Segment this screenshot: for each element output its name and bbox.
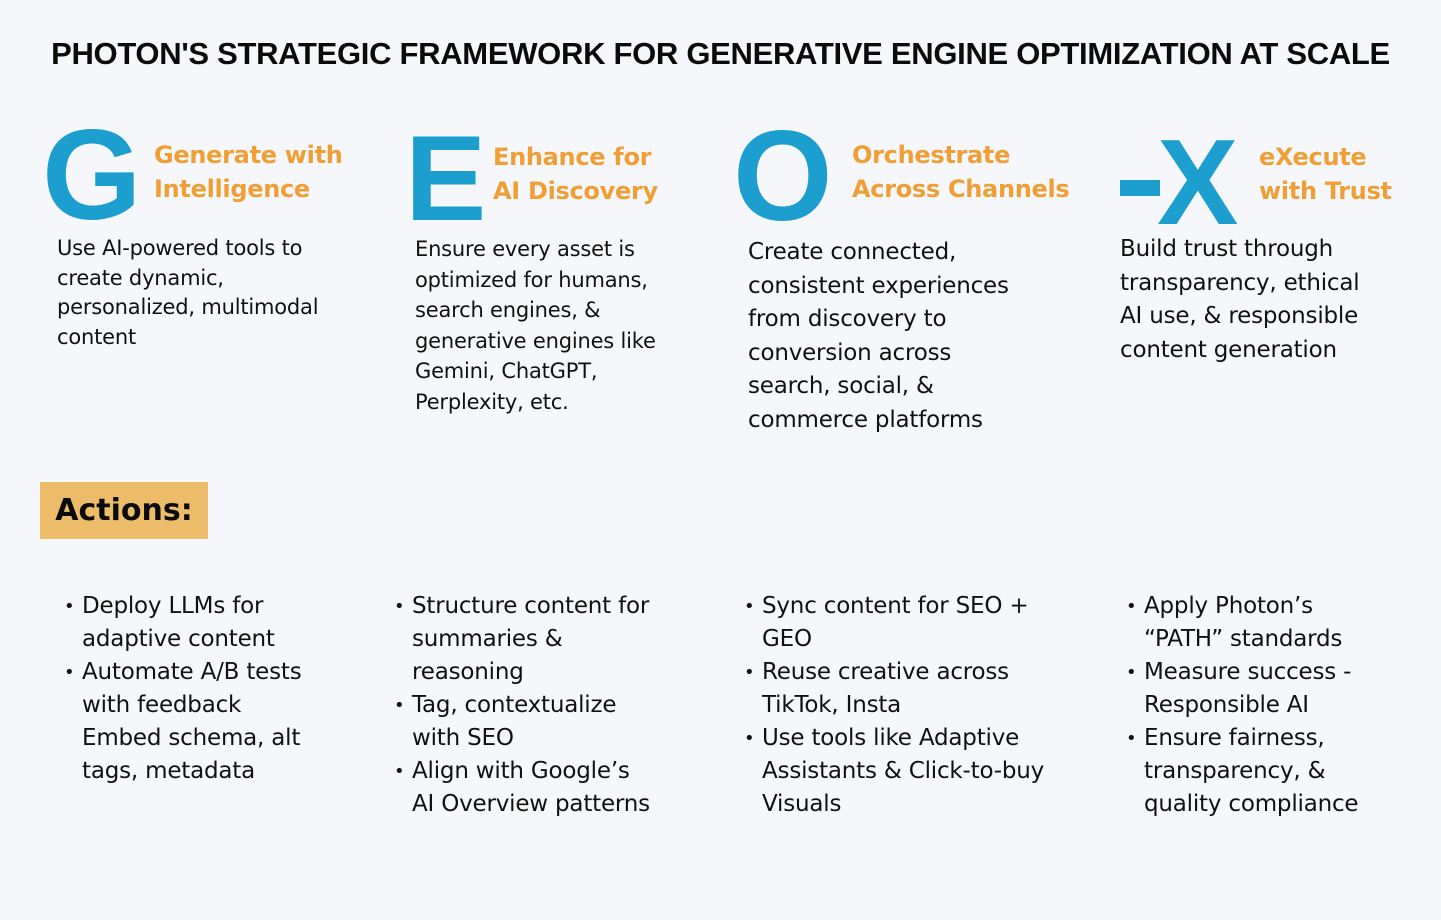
action-item: Tag, contextualize with SEO [394,689,715,755]
dash-mark [1120,180,1160,196]
pillar-heading-orchestrate: Orchestrate Across Channels [852,141,1070,203]
letter-e-icon: E [405,110,487,246]
actions-label: Actions: [40,482,208,539]
action-item: Reuse creative across TikTok, Insta [744,656,1105,722]
action-item: Deploy LLMs for adaptive content [64,590,355,656]
action-item: Align with Google’s AI Overview patterns [394,755,715,821]
action-item: Ensure fairness, transparency, & quality… [1126,722,1427,821]
action-item: Apply Photon’s “PATH” standards [1126,590,1427,656]
pillar-description-enhance: Ensure every asset is optimized for huma… [415,237,656,414]
page-title: PHOTON'S STRATEGIC FRAMEWORK FOR GENERAT… [51,36,1390,71]
pillar-description-execute: Build trust through transparency, ethica… [1120,236,1360,363]
action-item: Use tools like Adaptive Assistants & Cli… [744,722,1105,821]
actions-list-orchestrate: Sync content for SEO + GEOReuse creative… [744,590,1105,821]
action-item: Measure success - Responsible AI [1126,656,1427,722]
pillar-heading-execute: eXecute with Trust [1259,143,1392,205]
actions-list-execute: Apply Photon’s “PATH” standardsMeasure s… [1126,590,1427,821]
action-item: Embed schema, alt tags, metadata [82,725,301,784]
letter-x-icon: X [1157,114,1239,250]
action-item: Automate A/B tests with feedback [64,656,355,722]
pillar-description-generate: Use AI-powered tools to create dynamic, … [57,236,319,349]
action-item: Structure content for summaries & reason… [394,590,715,689]
actions-list-generate: Deploy LLMs for adaptive contentAutomate… [64,590,355,788]
pillar-heading-enhance: Enhance for AI Discovery [493,143,658,205]
pillar-heading-generate: Generate with Intelligence [154,141,343,203]
actions-list-enhance: Structure content for summaries & reason… [394,590,715,821]
letter-o-icon: O [733,105,833,248]
letter-g-icon: G [42,104,142,247]
action-item: Sync content for SEO + GEO [744,590,1105,656]
pillar-description-orchestrate: Create connected, consistent experiences… [748,239,1009,433]
